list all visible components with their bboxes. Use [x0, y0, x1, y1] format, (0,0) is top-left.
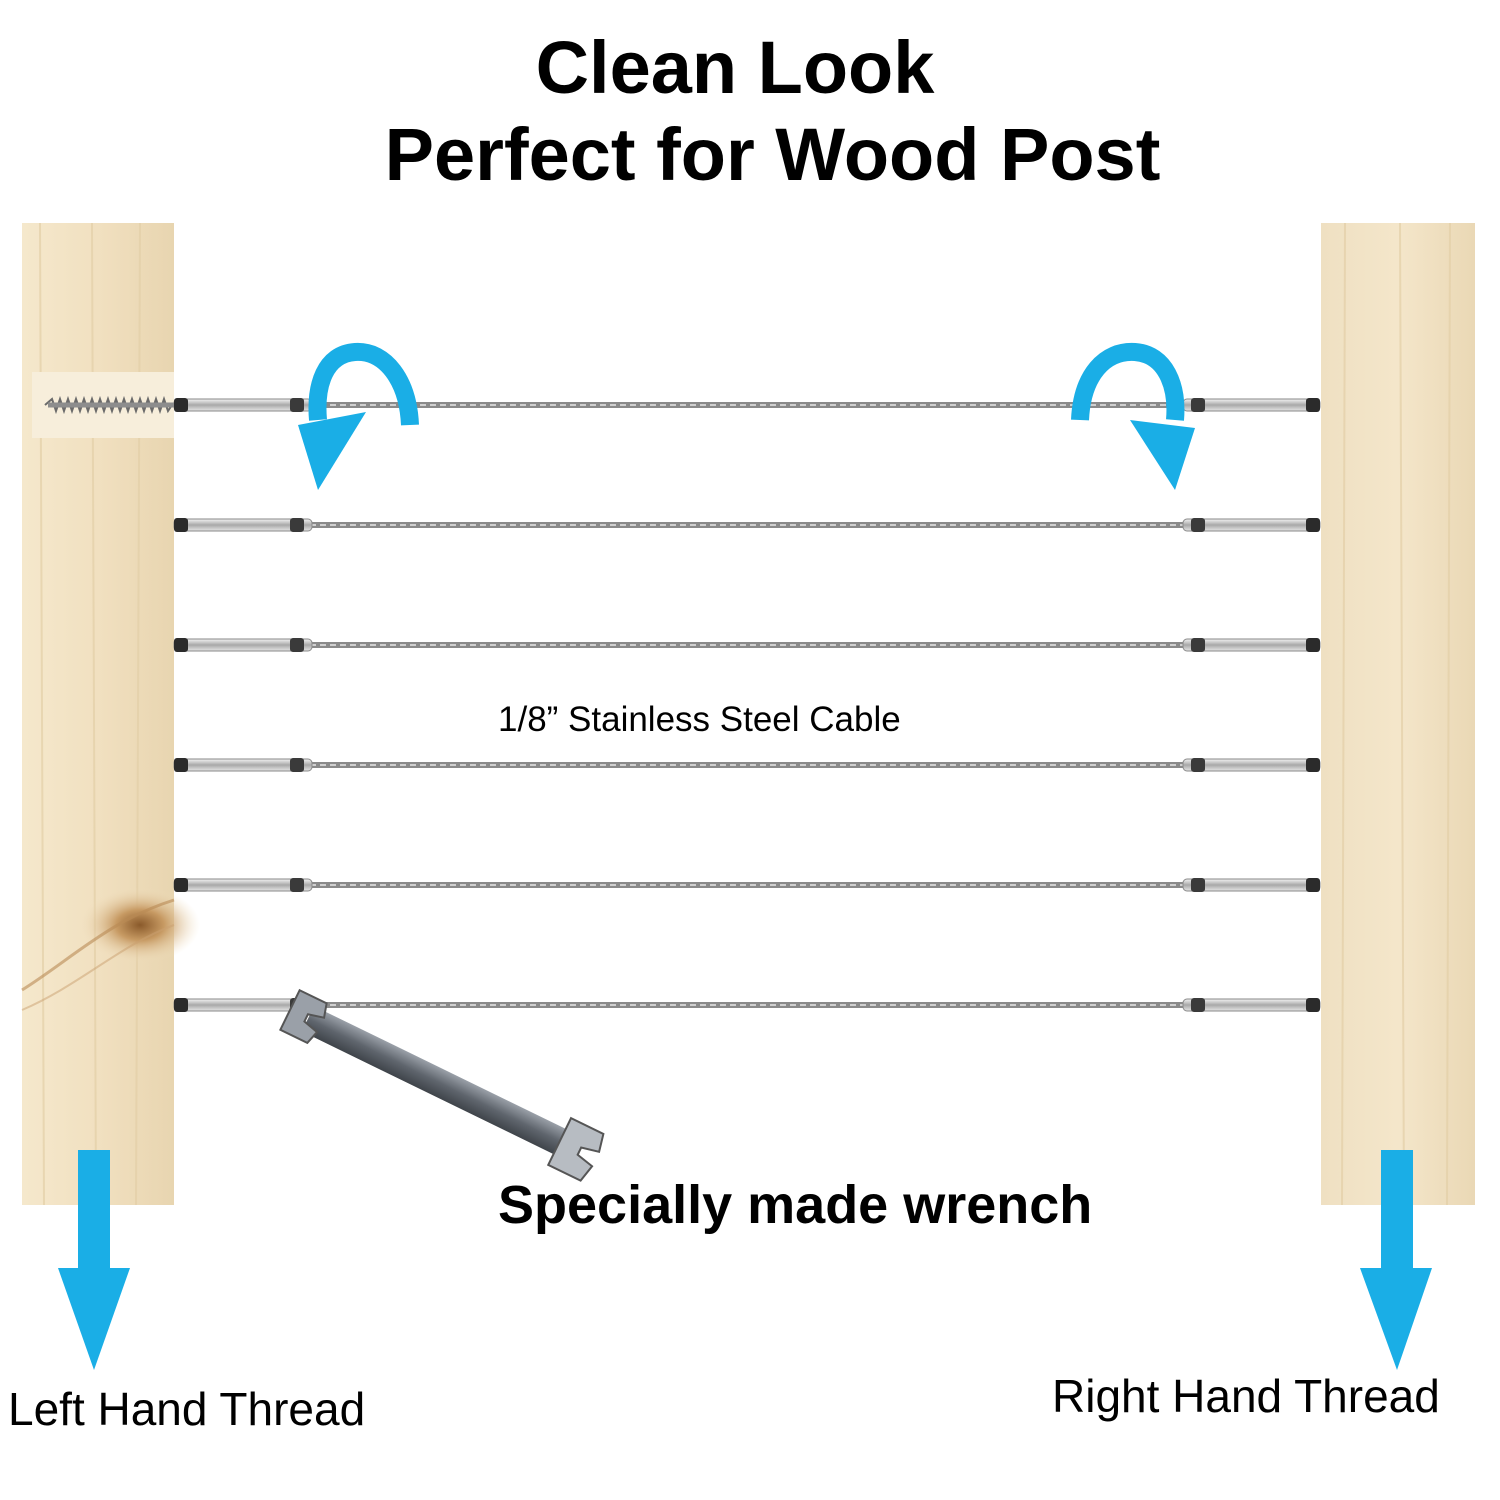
left-hand-thread-label: Left Hand Thread	[8, 1383, 366, 1435]
right-wood-post	[1321, 222, 1475, 1206]
down-arrow-icon	[1360, 1150, 1432, 1370]
steel-cable	[173, 638, 1321, 652]
fitting-cap	[174, 758, 188, 772]
rotate-clockwise-arrow-icon	[1071, 342, 1195, 490]
fitting-ring	[1191, 638, 1205, 652]
wrench-label: Specially made wrench	[498, 1175, 1093, 1235]
fitting-ring	[1191, 398, 1205, 412]
fitting-ring	[290, 878, 304, 892]
fitting-ring	[1191, 878, 1205, 892]
fitting-cap	[1306, 518, 1320, 532]
title-line-2: Perfect for Wood Post	[384, 113, 1161, 196]
left-wood-post	[21, 222, 200, 1206]
steel-cable	[173, 998, 1321, 1012]
steel-cable	[173, 518, 1321, 532]
fitting-cap	[174, 638, 188, 652]
fitting-ring	[290, 638, 304, 652]
fitting-ring	[1191, 518, 1205, 532]
fitting-cap	[174, 398, 188, 412]
fitting-ring	[290, 758, 304, 772]
steel-cable	[173, 398, 1321, 412]
down-arrow-icon	[58, 1150, 130, 1370]
wrench-icon	[279, 988, 605, 1182]
right-hand-thread-label: Right Hand Thread	[1052, 1370, 1440, 1422]
fitting-ring	[1191, 758, 1205, 772]
fitting-ring	[290, 398, 304, 412]
cable-label: 1/8” Stainless Steel Cable	[498, 700, 901, 739]
fitting-cap	[174, 998, 188, 1012]
fitting-cap	[1306, 638, 1320, 652]
steel-cable	[173, 758, 1321, 772]
fitting-cap	[1306, 758, 1320, 772]
lag-screw-icon	[32, 372, 174, 438]
steel-cable	[173, 878, 1321, 892]
fitting-cap	[1306, 398, 1320, 412]
fitting-ring	[290, 518, 304, 532]
fitting-cap	[1306, 878, 1320, 892]
fitting-ring	[1191, 998, 1205, 1012]
fitting-cap	[1306, 998, 1320, 1012]
fitting-cap	[174, 518, 188, 532]
cable-group	[173, 398, 1321, 1012]
title-line-1: Clean Look	[535, 26, 935, 109]
rotate-counterclockwise-arrow-icon	[298, 342, 419, 490]
fitting-cap	[174, 878, 188, 892]
